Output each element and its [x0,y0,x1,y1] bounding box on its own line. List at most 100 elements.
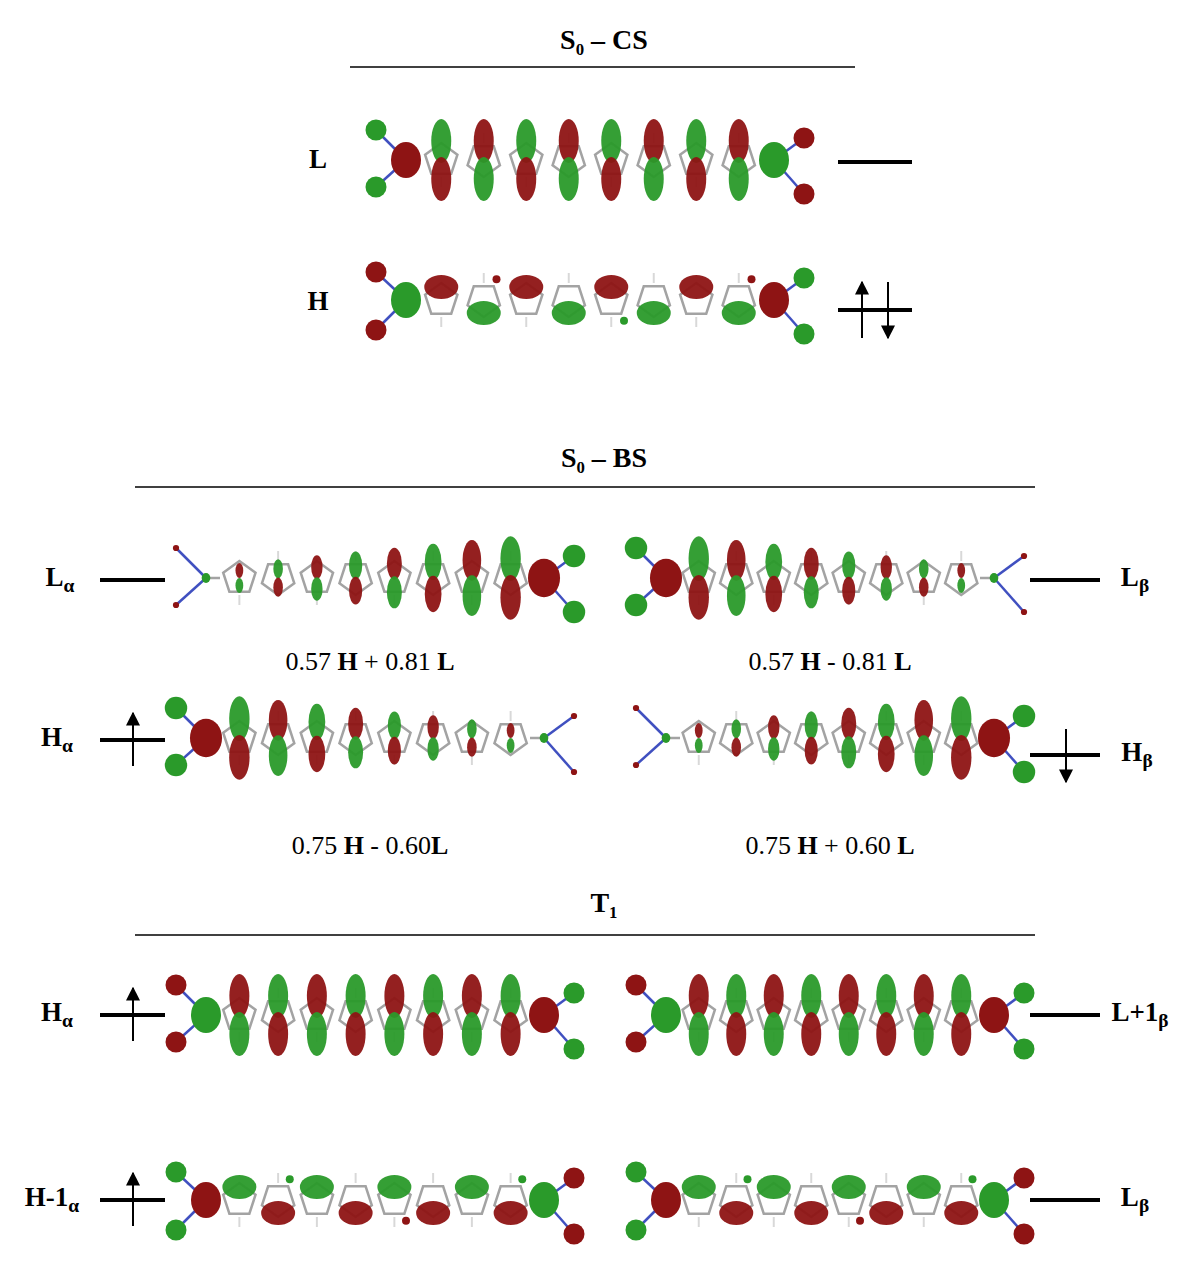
orbital-lobe [804,548,819,580]
hydrogen-bond [238,1217,240,1227]
glyph [821,647,828,676]
orbital-lobe [695,738,703,753]
glyph: L [1121,562,1139,592]
orbital-lobe [339,1201,373,1225]
orbital-label: Lβ [1121,563,1149,596]
glyph: 7 [311,831,324,860]
orbital-lobe [349,577,362,605]
orbital-lobe [424,275,458,299]
orbital-lobe [173,602,179,608]
orbital-lobe [166,1220,187,1241]
orbital-lobe [552,301,586,325]
glyph [891,831,898,860]
orbital-lobe [914,735,933,776]
orbital-lobe [261,1201,295,1225]
orbital-lobe [726,974,746,1018]
orbital-lobe [650,559,682,598]
orbital-lobe [990,573,999,583]
orbital-lobe [729,119,749,163]
glyph: H [337,647,357,676]
orbital-lobe [191,997,221,1033]
orbital-lobe [748,275,756,283]
orbital-lobe [969,1175,977,1183]
orbital-lobe [626,1162,647,1183]
glyph: β [1142,750,1152,771]
orbital-lobe [729,157,749,201]
orbital-lobe [431,157,451,201]
hydrogen-bond [810,1173,812,1183]
orbital-lobe [625,537,647,559]
orbital-lobe [794,1201,828,1225]
glyph: . [761,647,768,676]
orbital-lobe [1021,553,1027,559]
orbital-lobe [529,997,559,1033]
orbital-lobe [191,1182,221,1218]
glyph: H [1121,737,1142,767]
orbital-lobe [384,1012,404,1056]
orbital-lobe [620,317,628,325]
orbital-lobe [625,594,647,616]
orbital-lobe [651,1182,681,1218]
glyph: S [560,24,576,55]
orbital-lobe [719,1201,753,1225]
glyph: 8 [862,647,875,676]
hydrogen-bond [848,1217,850,1227]
orbital-lobe [1021,609,1027,615]
orbital-lobe [235,578,243,593]
orbital-lobe [507,723,515,738]
orbital-lobe [431,119,451,163]
orbital-lobe [727,575,746,616]
orbital-lobe [467,301,501,325]
orbital-lobe [957,563,965,578]
glyph [358,647,365,676]
orbital-lobe [979,997,1009,1033]
hydrogen-bond [432,1173,434,1183]
glyph: L [431,831,448,860]
orbital-lobe [626,1032,647,1053]
orbital-lobe [978,719,1010,758]
hydrogen-bond [316,1217,318,1227]
orbital-lobe [493,275,501,283]
energy-level [838,308,912,312]
orbital-lobe [308,736,325,772]
orbital-lobe [235,563,243,578]
glyph [605,24,612,55]
glyph: 7 [781,647,794,676]
molecule-orbital [625,536,1027,620]
glyph: 8 [405,647,418,676]
orbital-lobe [507,738,515,753]
orbital-lobe [564,983,585,1004]
orbital-lobe [601,119,621,163]
orbital-lobe [914,1012,934,1056]
orbital-lobe [689,575,709,620]
orbital-lobe [518,1175,526,1183]
orbital-lobe [731,719,741,738]
orbital-lobe [391,282,421,318]
orbital-lobe [425,576,442,612]
glyph [839,831,846,860]
hydrogen-bond [471,1217,473,1227]
orbital-lobe [878,704,895,740]
orbital-label: Hα [41,723,73,756]
glyph: 7 [318,647,331,676]
molecule-orbital [366,262,815,345]
glyph: 5 [768,647,781,676]
glyph: H [307,286,328,316]
orbital-lobe [462,974,482,1018]
orbital-lobe [202,573,211,583]
orbital-lobe [311,577,322,601]
section-rules [135,67,1035,935]
glyph: S [632,24,648,55]
glyph: β [1158,1010,1168,1031]
orbital-lobe [529,1182,559,1218]
orbital-lobe [839,974,859,1018]
cyano-bond [994,556,1024,578]
glyph: ₁ [609,887,617,918]
spin-down-arrow [887,282,889,338]
glyph: 0 [748,647,761,676]
glyph: 1 [1145,997,1159,1027]
glyph [585,442,592,473]
glyph: 0 [386,831,399,860]
